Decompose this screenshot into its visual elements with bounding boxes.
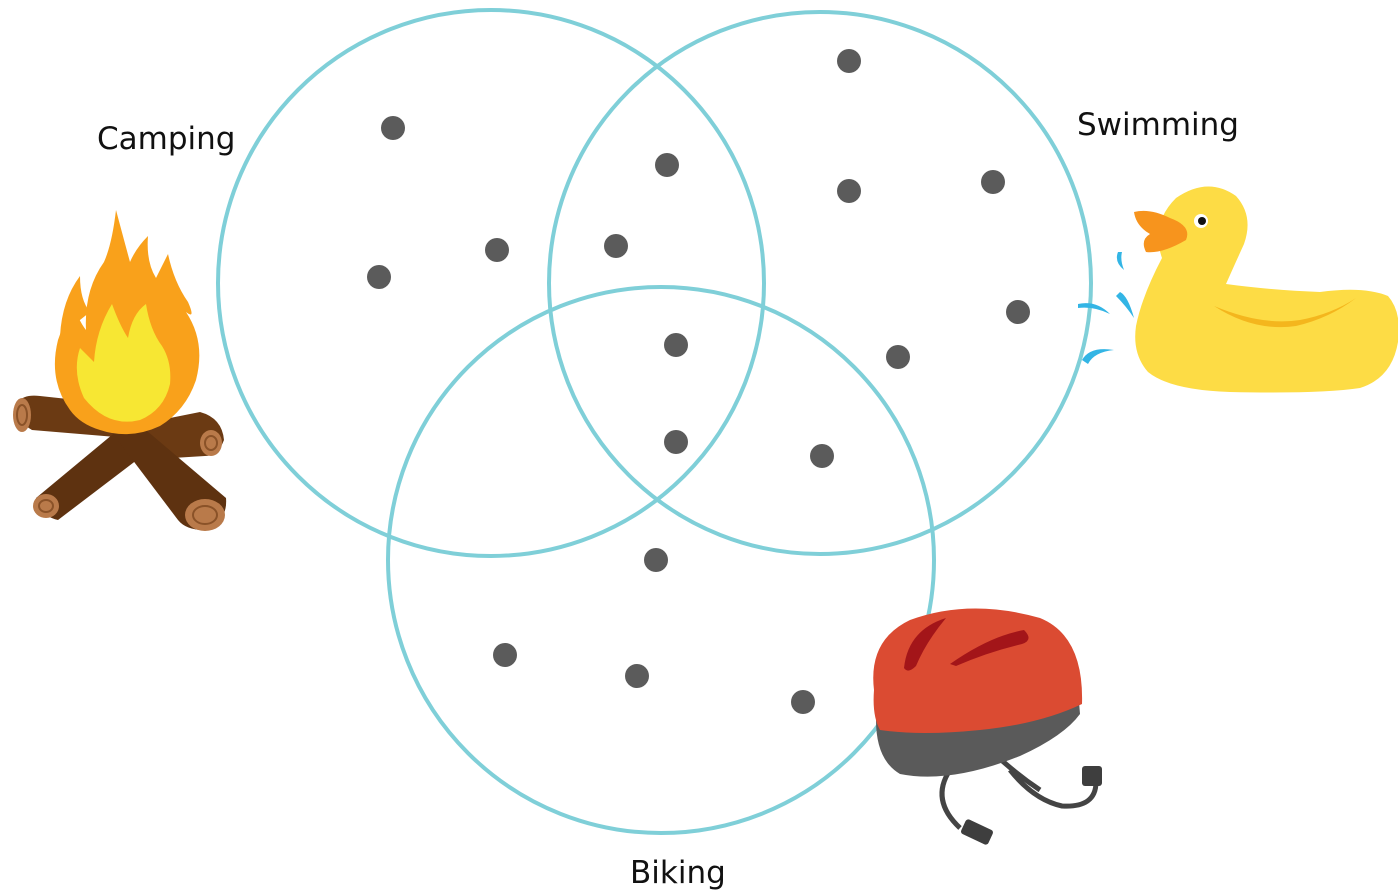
- log-end: [33, 494, 59, 518]
- duck-beak: [1134, 210, 1188, 253]
- biking-circle: [386, 285, 936, 835]
- helmet-shell: [873, 608, 1083, 733]
- helmet-strap: [1008, 768, 1099, 809]
- bike-helmet-icon: [873, 608, 1102, 845]
- dot-swimming-only: [981, 170, 1005, 194]
- log-end: [13, 398, 31, 432]
- swimming-circle: [547, 10, 1093, 556]
- log-ring: [16, 404, 28, 426]
- rubber-duck-icon: [1078, 186, 1398, 393]
- log-ring: [192, 505, 218, 525]
- log-ring: [38, 499, 54, 513]
- dot-biking-only: [791, 690, 815, 714]
- flame-outer: [60, 276, 90, 336]
- dot-biking-only: [644, 548, 668, 572]
- dot-biking-only: [625, 664, 649, 688]
- helmet-vent: [950, 630, 1029, 666]
- dot-camping-only: [381, 116, 405, 140]
- dot-camping-swimming: [604, 234, 628, 258]
- biking-label: Biking: [630, 855, 726, 891]
- log-ring: [204, 435, 218, 451]
- dot-swimming-only: [886, 345, 910, 369]
- water-splash: [1116, 252, 1124, 270]
- dot-biking-only: [493, 643, 517, 667]
- dot-swimming-only: [1006, 300, 1030, 324]
- camping-label: Camping: [97, 121, 235, 157]
- water-splash: [1082, 349, 1114, 364]
- helmet-buckle: [961, 819, 993, 845]
- duck-body: [1135, 186, 1398, 393]
- helmet-buckle: [1082, 766, 1102, 786]
- log-end: [185, 499, 225, 531]
- dot-swimming-biking: [810, 444, 834, 468]
- flame-inner: [76, 304, 171, 422]
- water-splash: [1116, 292, 1134, 318]
- log-end: [200, 430, 222, 456]
- dot-all-three: [664, 333, 688, 357]
- water-splash: [1078, 303, 1110, 314]
- camping-circle: [216, 8, 766, 558]
- dot-swimming-only: [837, 49, 861, 73]
- dot-swimming-biking: [664, 430, 688, 454]
- duck-wing: [1214, 298, 1356, 328]
- dot-swimming-only: [837, 179, 861, 203]
- duck-pupil: [1198, 217, 1206, 225]
- helmet-vent: [904, 618, 946, 671]
- dot-camping-only: [367, 265, 391, 289]
- dot-camping-only: [485, 238, 509, 262]
- dot-camping-swimming: [655, 153, 679, 177]
- swimming-label: Swimming: [1077, 107, 1239, 143]
- member-dots: [367, 49, 1030, 714]
- campfire-icon: [13, 210, 227, 531]
- helmet-strap: [939, 768, 962, 830]
